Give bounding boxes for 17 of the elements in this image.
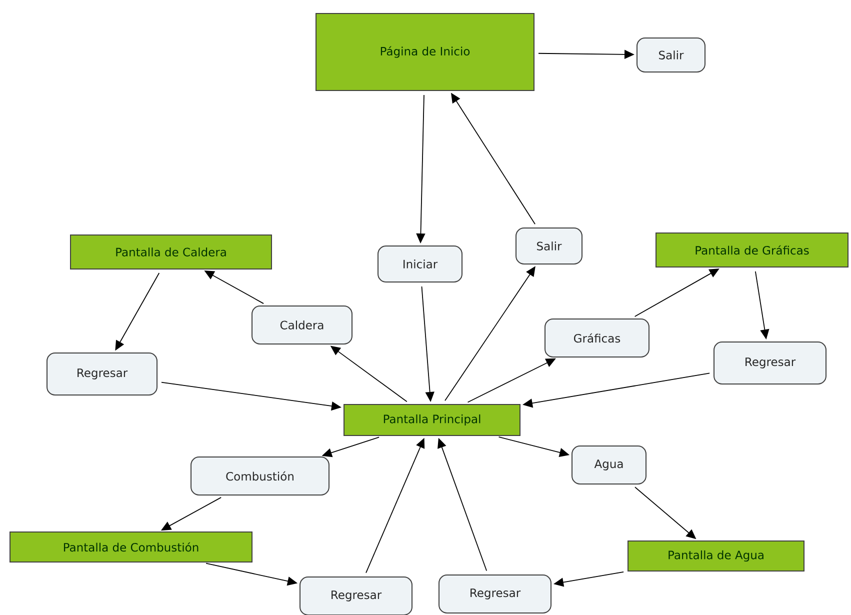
action-box: Combustión <box>190 456 330 496</box>
action-box: Gráficas <box>544 318 650 358</box>
action-box: Agua <box>572 446 646 484</box>
action-box: Regresar <box>300 576 412 615</box>
screen-box: Pantalla de Caldera <box>70 234 272 270</box>
screen-box: Pantalla de Combustión <box>10 532 252 562</box>
action-box: Salir <box>516 228 582 264</box>
action-box: Iniciar <box>378 246 462 282</box>
action-box: Regresar <box>438 574 552 614</box>
screen-box: Pantalla Principal <box>344 404 520 436</box>
action-box: Regresar <box>714 342 826 384</box>
action-box: Regresar <box>46 352 158 396</box>
action-box: Caldera <box>252 306 352 344</box>
screen-box: Pantalla de Agua <box>628 540 804 572</box>
screen-box: Página de Inicio <box>316 13 534 91</box>
action-box: Salir <box>636 38 706 72</box>
screen-box: Pantalla de Gráficas <box>656 232 848 268</box>
